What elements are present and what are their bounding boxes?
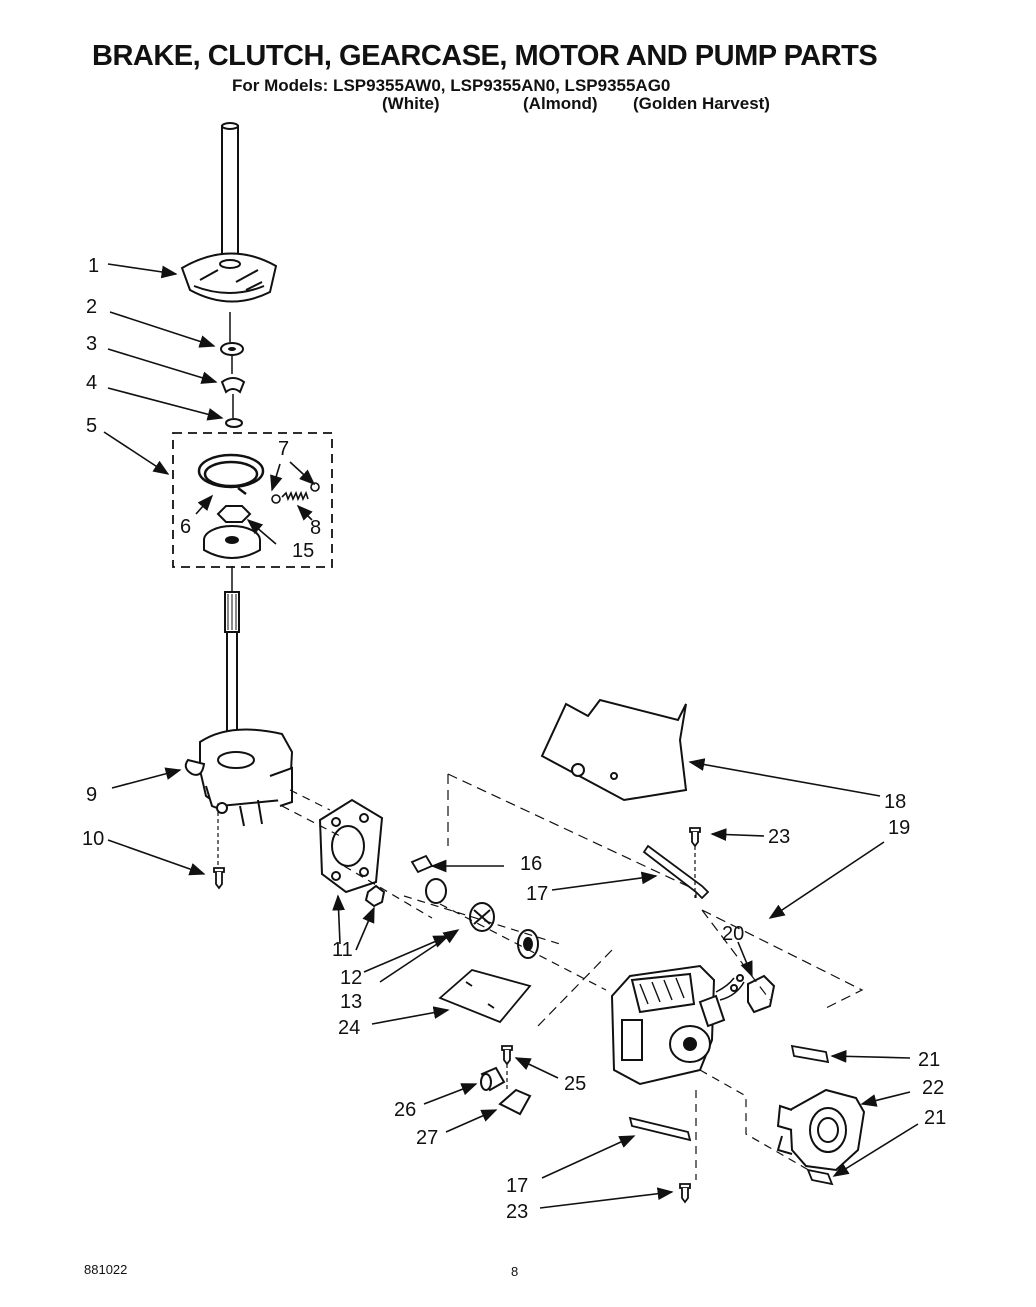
callout-3: 3 [86, 333, 97, 355]
clamp-part-27 [498, 1088, 532, 1116]
nut-part-16 [410, 854, 434, 874]
callout-21-lower: 21 [924, 1107, 946, 1129]
callout-23-lower: 23 [506, 1201, 528, 1223]
clutch-band-part-6 [197, 453, 265, 495]
callout-20: 20 [722, 923, 744, 945]
callout-11: 11 [332, 939, 353, 961]
callout-9: 9 [86, 784, 97, 806]
leader-lines [103, 263, 919, 1209]
callout-19: 19 [888, 817, 910, 839]
grommet-part-26 [480, 1066, 506, 1092]
callout-4: 4 [86, 372, 97, 394]
pump-part-22 [776, 1088, 866, 1172]
callout-1: 1 [88, 255, 99, 277]
callout-13: 13 [340, 991, 362, 1013]
page-number: 8 [511, 1264, 519, 1279]
variant-golden-harvest: (Golden Harvest) [633, 94, 770, 113]
bracket-part-17 [642, 844, 710, 900]
models-line: For Models: LSP9355AW0, LSP9355AN0, LSP9… [232, 76, 671, 95]
callout-23-upper: 23 [768, 826, 790, 848]
harness-part-20 [730, 974, 776, 1014]
callout-2: 2 [86, 296, 97, 318]
callout-24: 24 [338, 1017, 360, 1039]
callout-25: 25 [564, 1073, 586, 1095]
motor-shield-part-18 [540, 698, 688, 802]
ring-part-4 [225, 418, 243, 428]
callout-27: 27 [416, 1127, 438, 1149]
callout-15: 15 [292, 540, 314, 562]
spring-part-7 [271, 482, 320, 504]
clip-part-21-lower [806, 1168, 834, 1186]
callout-5: 5 [86, 415, 97, 437]
document-code: 881022 [84, 1262, 128, 1277]
bracket-part-17-lower [628, 1116, 692, 1142]
upper-shaft [221, 122, 239, 267]
callout-12: 12 [340, 967, 362, 989]
gearcase-part-9 [184, 728, 294, 827]
callout-10: 10 [82, 828, 104, 850]
callout-17-lower: 17 [506, 1175, 528, 1197]
lower-shaft [224, 591, 240, 763]
callout-26: 26 [394, 1099, 416, 1121]
callout-22: 22 [922, 1077, 944, 1099]
variant-white: (White) [382, 94, 440, 113]
washer-part-2 [220, 342, 244, 356]
coupler-part-12 [364, 884, 386, 908]
callout-8: 8 [310, 517, 321, 539]
screw-part-23-lower [679, 1183, 691, 1204]
callout-17-upper: 17 [526, 883, 548, 905]
clutch-cam-part-15 [203, 505, 261, 559]
clutch-kit-box [172, 432, 333, 568]
callout-16: 16 [520, 853, 542, 875]
brake-cam-part-1 [180, 252, 278, 303]
callout-6: 6 [180, 516, 191, 538]
page-title: BRAKE, CLUTCH, GEARCASE, MOTOR AND PUMP … [92, 40, 878, 72]
screw-part-23-upper [689, 827, 701, 848]
screw-part-10 [213, 867, 225, 890]
callout-7: 7 [278, 438, 289, 460]
variant-almond: (Almond) [523, 94, 598, 113]
callout-21-upper: 21 [918, 1049, 940, 1071]
pad-part-24 [438, 969, 532, 1024]
retainer-part-3 [220, 377, 246, 394]
motor-part-19 [610, 964, 745, 1086]
callout-18: 18 [884, 791, 906, 813]
screw-part-25 [501, 1045, 513, 1066]
drive-plate-part-11 [318, 798, 384, 894]
clip-part-21-upper [790, 1044, 830, 1064]
